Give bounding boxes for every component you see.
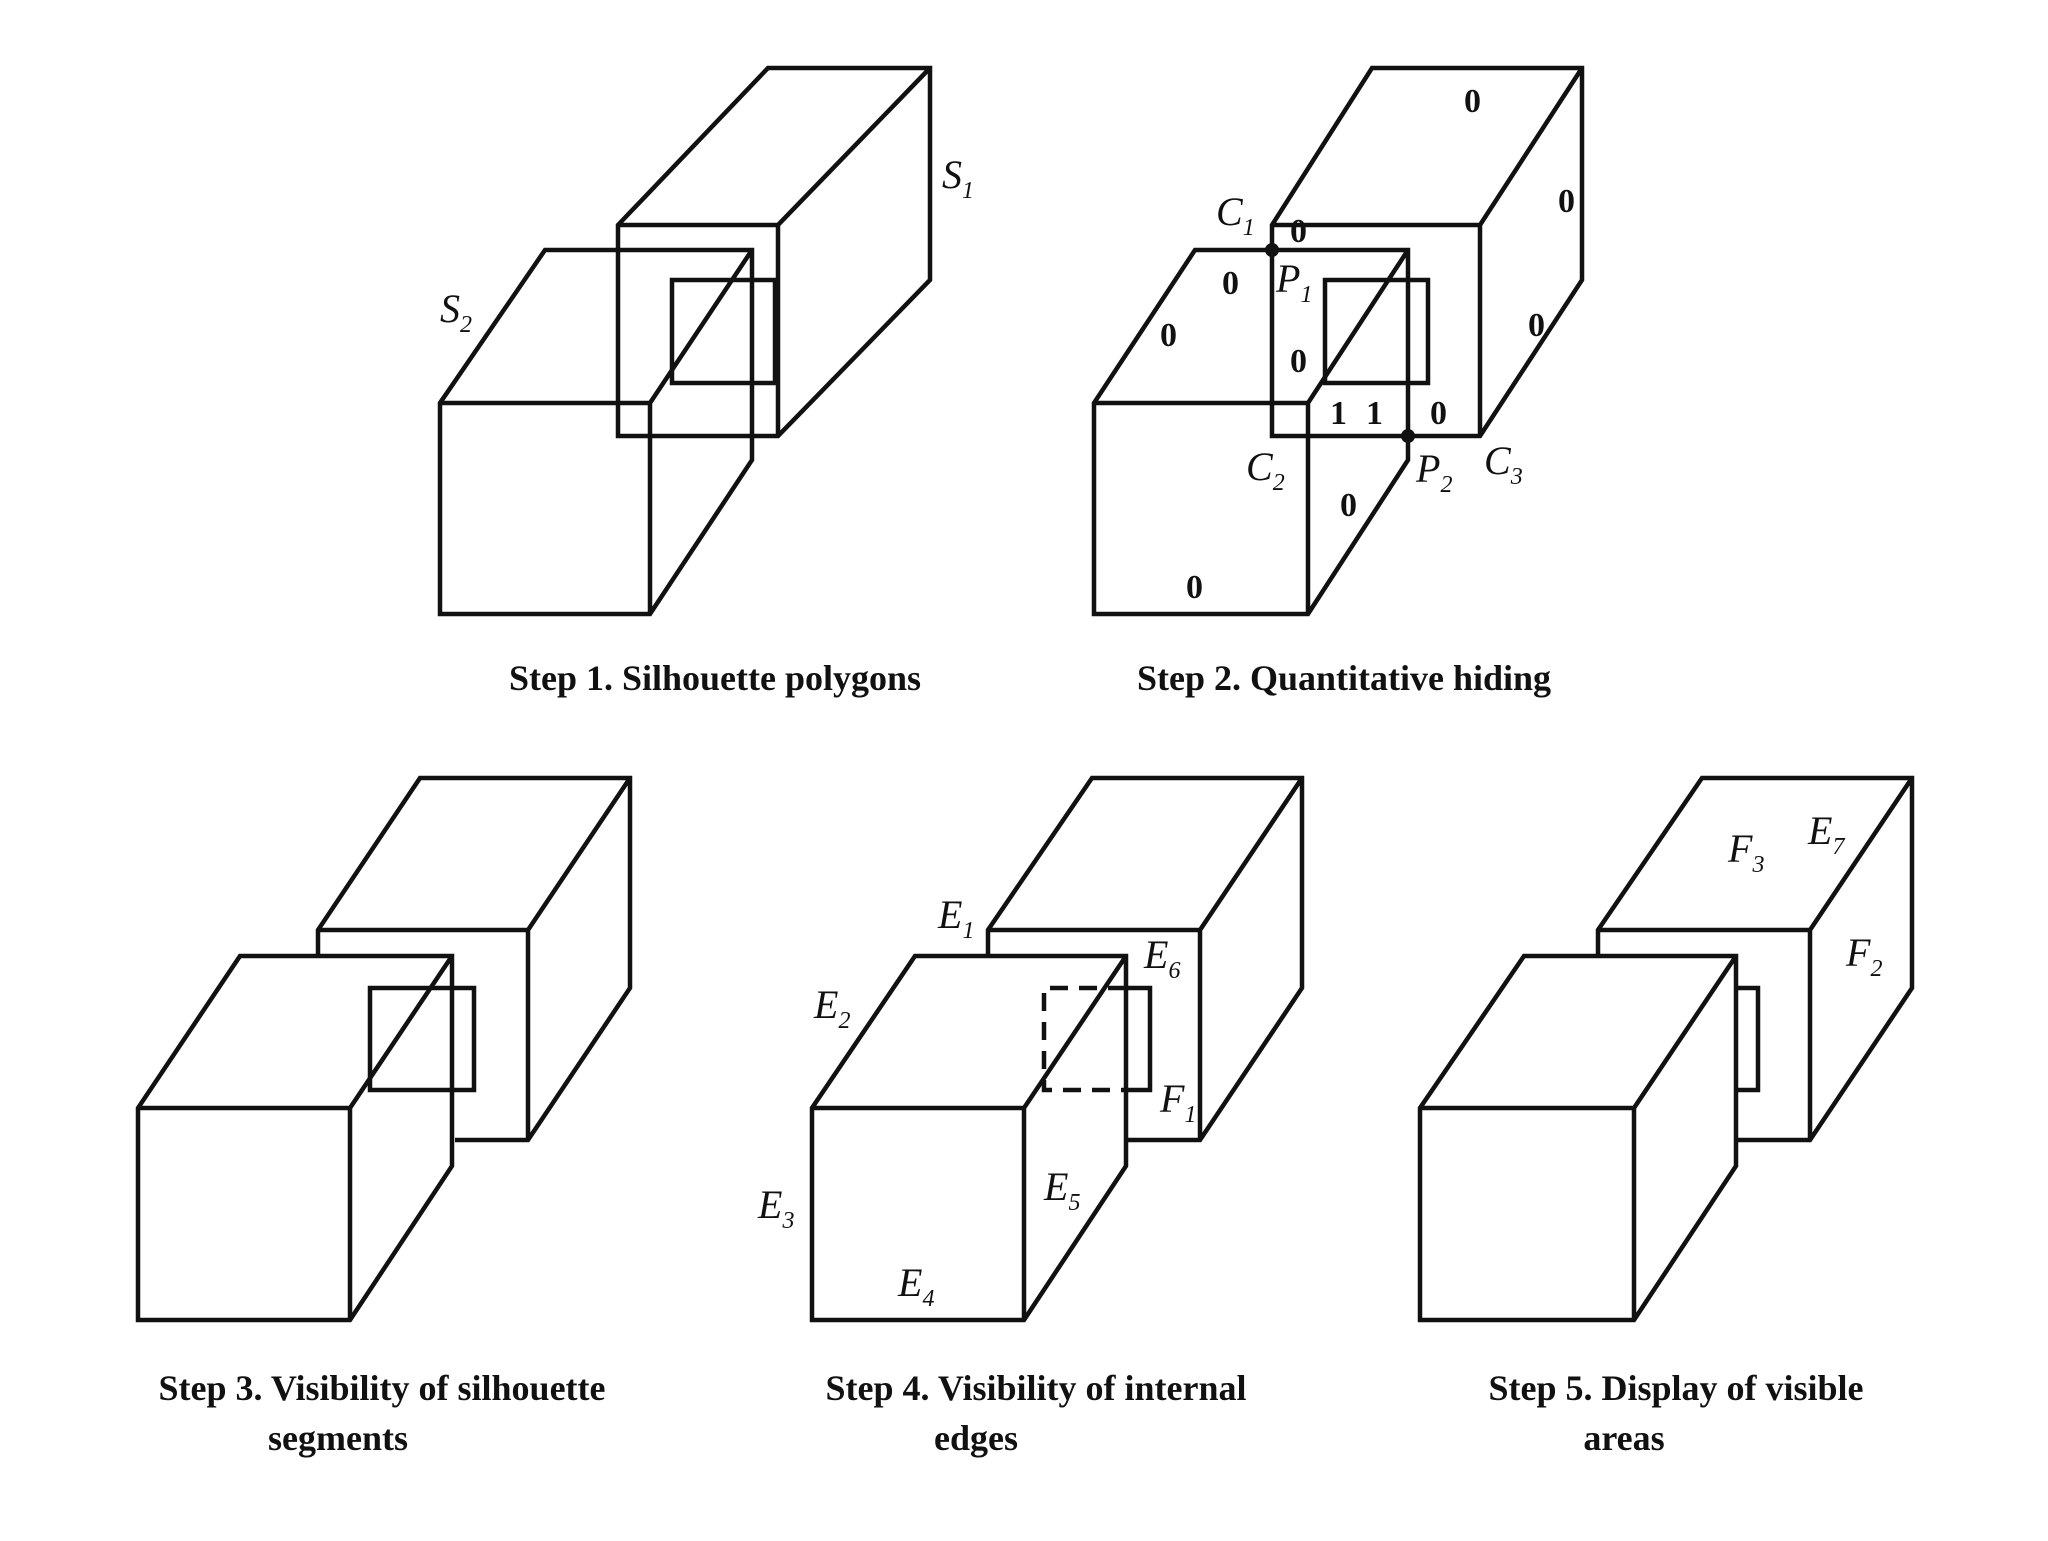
label-s2: S2 bbox=[440, 286, 472, 338]
point-p2 bbox=[1401, 429, 1415, 443]
count-label: 1 bbox=[1366, 395, 1383, 432]
small-box-visible-step5 bbox=[1736, 985, 1761, 1093]
label-e7: E7 bbox=[1807, 808, 1845, 860]
small-box-step2 bbox=[1322, 277, 1431, 386]
label-p2: P2 bbox=[1415, 446, 1452, 498]
label-e6: E6 bbox=[1143, 932, 1180, 984]
panel-step-1: S1 S2 Step 1. Silhouette polygons bbox=[437, 65, 974, 698]
count-label: 0 bbox=[1290, 213, 1307, 250]
cube-s1 bbox=[615, 65, 933, 439]
count-label: 0 bbox=[1160, 317, 1177, 354]
count-label: 0 bbox=[1186, 569, 1203, 606]
panel-step-4: E1 E2 E3 E4 E5 E6 F1 Step 4. Visibility … bbox=[757, 775, 1305, 1458]
caption-step-1: Step 1. Silhouette polygons bbox=[509, 658, 921, 698]
label-f3: F3 bbox=[1727, 826, 1764, 878]
label-p1: P1 bbox=[1275, 256, 1312, 308]
small-box-step3 bbox=[367, 985, 477, 1093]
count-label: 0 bbox=[1464, 83, 1481, 120]
label-f1: F1 bbox=[1159, 1076, 1196, 1128]
count-label: 0 bbox=[1290, 343, 1307, 380]
cube-back-visible bbox=[1595, 775, 1915, 1143]
label-e3: E3 bbox=[757, 1182, 794, 1234]
count-label: 1 bbox=[1330, 395, 1347, 432]
count-label: 0 bbox=[1528, 307, 1545, 344]
panel-step-5: F3 E7 F2 Step 5. Display of visible area… bbox=[1417, 775, 1915, 1458]
caption-step-3-line-1: Step 3. Visibility of silhouette bbox=[158, 1368, 605, 1408]
label-c3: C3 bbox=[1484, 438, 1523, 490]
cube-s2 bbox=[437, 247, 755, 617]
panel-step-3: Step 3. Visibility of silhouette segment… bbox=[135, 775, 633, 1458]
label-e1: E1 bbox=[937, 892, 974, 944]
label-e2: E2 bbox=[813, 982, 850, 1034]
cube-front-step5 bbox=[1417, 953, 1739, 1323]
label-c1: C1 bbox=[1216, 189, 1255, 241]
label-f2: F2 bbox=[1845, 930, 1882, 982]
small-box-hidden-part bbox=[1041, 985, 1126, 1093]
label-c2: C2 bbox=[1246, 444, 1285, 496]
cube-front bbox=[135, 953, 455, 1323]
count-label: 0 bbox=[1430, 395, 1447, 432]
label-s1: S1 bbox=[942, 152, 974, 204]
small-box-visible-part bbox=[1126, 985, 1153, 1093]
cube-s1-step2 bbox=[1269, 65, 1585, 439]
cube-back-silhouette-step4 bbox=[985, 775, 1305, 1143]
panel-step-2: C1 C2 C3 P1 P2 0 0 0 0 0 0 0 1 1 0 0 0 0… bbox=[1091, 65, 1585, 698]
label-e4: E4 bbox=[897, 1260, 934, 1312]
cube-back-silhouette bbox=[315, 775, 633, 1143]
caption-step-5-line-1: Step 5. Display of visible bbox=[1488, 1368, 1863, 1408]
cube-s2-step2 bbox=[1091, 247, 1411, 617]
count-label: 0 bbox=[1340, 487, 1357, 524]
label-e5: E5 bbox=[1043, 1164, 1080, 1216]
caption-step-2: Step 2. Quantitative hiding bbox=[1137, 658, 1551, 698]
caption-step-3-line-2: segments bbox=[268, 1418, 408, 1458]
caption-step-4-line-2: edges bbox=[934, 1418, 1018, 1458]
caption-step-4-line-1: Step 4. Visibility of internal bbox=[825, 1368, 1246, 1408]
small-box bbox=[669, 277, 778, 386]
cube-front-step4 bbox=[809, 953, 1129, 1323]
count-label: 0 bbox=[1222, 265, 1239, 302]
point-c1 bbox=[1265, 243, 1279, 257]
count-label: 0 bbox=[1558, 183, 1575, 220]
caption-step-5-line-2: areas bbox=[1583, 1418, 1664, 1458]
